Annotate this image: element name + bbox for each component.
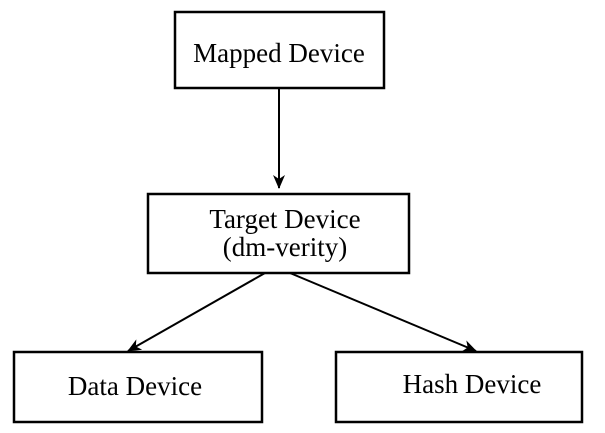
node-target-device-label: Target Device (209, 204, 360, 234)
node-hash-device-label: Hash Device (403, 369, 542, 399)
node-mapped-device-label: Mapped Device (193, 38, 365, 68)
node-data-device-label: Data Device (68, 371, 202, 401)
node-mapped-device: Mapped Device (173, 10, 386, 90)
node-hash-device: Hash Device (334, 350, 584, 424)
node-data-device: Data Device (12, 350, 264, 424)
node-target-device: Target Device (dm-verity) (146, 192, 411, 275)
edge-target-to-hash (289, 272, 477, 352)
edge-target-to-data (127, 272, 266, 352)
node-target-device-sublabel: (dm-verity) (223, 232, 347, 262)
